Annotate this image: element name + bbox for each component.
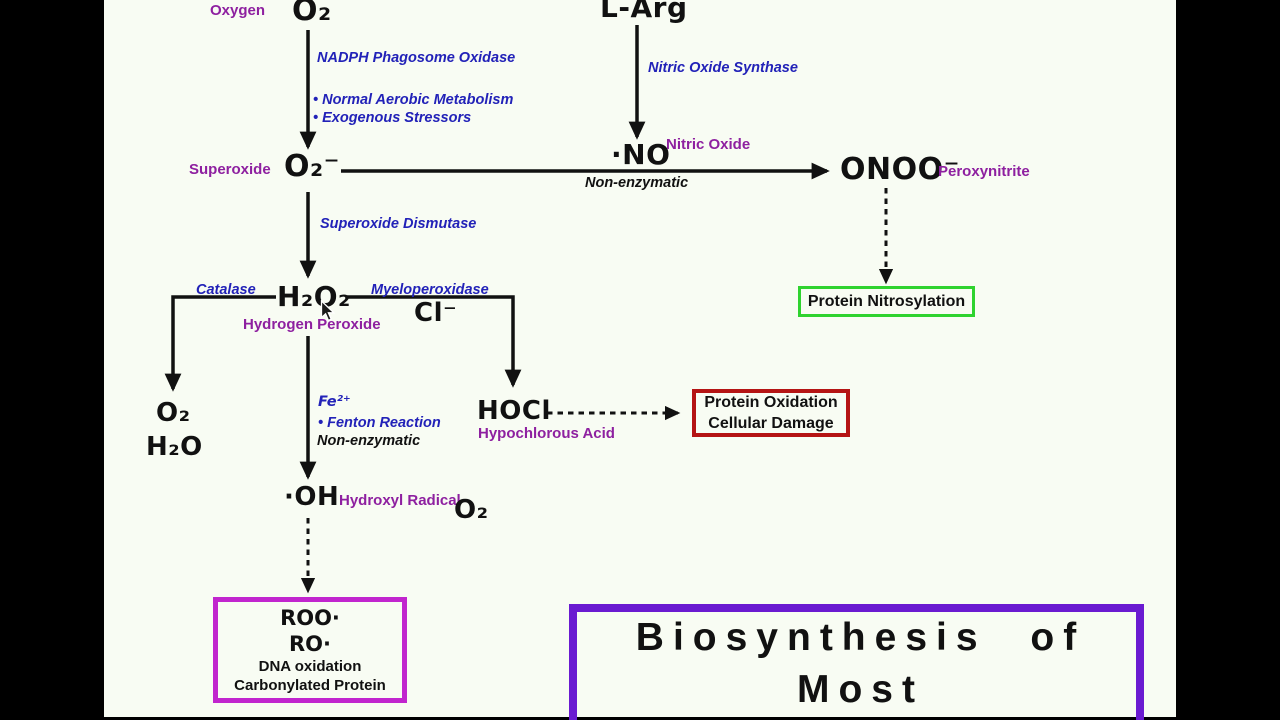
carbonylated-protein-text: Carbonylated Protein xyxy=(234,677,386,694)
protein-nitrosylation-box: Protein Nitrosylation xyxy=(798,286,975,317)
dna-oxidation-text: DNA oxidation xyxy=(258,658,362,675)
protein-oxidation-text: Protein Oxidation xyxy=(704,394,838,411)
roo-radical-text: ROO· xyxy=(280,606,340,630)
radical-products-box: ROO· RO· DNA oxidation Carbonylated Prot… xyxy=(213,597,407,703)
nitric-oxide-label: Nitric Oxide xyxy=(666,136,751,153)
superoxide-label: Superoxide xyxy=(189,161,271,178)
catalase-enzyme-label: Catalase xyxy=(196,282,256,298)
letterbox-left xyxy=(0,0,104,720)
peroxynitrite-label: Peroxynitrite xyxy=(938,163,1030,180)
myeloperoxidase-enzyme-label: Myeloperoxidase xyxy=(371,282,489,298)
letterbox-bottom xyxy=(0,717,1280,720)
protein-oxidation-box: Protein Oxidation Cellular Damage xyxy=(692,389,850,437)
hydroxyl-radical-label: Hydroxyl Radical xyxy=(339,492,461,509)
exogenous-stressors-bullet: • Exogenous Stressors xyxy=(313,110,472,126)
slide-title-line1: Biosynthesis of Most xyxy=(635,616,1086,711)
peroxynitrite-formula: ONOO⁻ xyxy=(840,152,960,187)
h2o-product-formula: H₂O xyxy=(146,432,203,462)
fe2-catalyst-label: Fe²⁺ xyxy=(318,394,351,410)
hocl-formula: HOCl xyxy=(477,396,551,426)
hydroxyl-radical-formula: ·OH xyxy=(284,482,340,512)
protein-nitrosylation-text: Protein Nitrosylation xyxy=(807,292,966,310)
o2-product-formula: O₂ xyxy=(156,398,191,428)
hydrogen-peroxide-label: Hydrogen Peroxide xyxy=(243,316,381,333)
slide-title-line2: Reactive Oxidative Species xyxy=(585,716,1116,720)
aerobic-metabolism-bullet: • Normal Aerobic Metabolism xyxy=(313,92,514,108)
chloride-formula: Cl⁻ xyxy=(414,298,458,328)
mouse-cursor-icon xyxy=(320,300,336,322)
oxygen-formula: O₂ xyxy=(292,0,332,28)
ro-radical-text: RO· xyxy=(289,632,331,656)
l-arg-formula: L-Arg xyxy=(600,0,688,24)
non-enzymatic-note-peroxynitrite: Non-enzymatic xyxy=(585,175,689,191)
superoxide-dismutase-enzyme-label: Superoxide Dismutase xyxy=(320,216,477,232)
arrow-catalase-branch xyxy=(164,295,276,392)
nitric-oxide-synthase-enzyme-label: Nitric Oxide Synthase xyxy=(648,60,798,76)
hypochlorous-acid-label: Hypochlorous Acid xyxy=(478,425,615,442)
o2-byproduct-formula: O₂ xyxy=(454,495,489,525)
slide-title-box: Biosynthesis of Most Reactive Oxidative … xyxy=(569,604,1144,720)
fenton-reaction-bullet: • Fenton Reaction xyxy=(318,415,441,431)
oxygen-label: Oxygen xyxy=(210,2,266,19)
nitric-oxide-formula: ·NO xyxy=(611,138,671,171)
cellular-damage-text: Cellular Damage xyxy=(708,415,834,432)
nadph-oxidase-enzyme-label: NADPH Phagosome Oxidase xyxy=(317,50,516,66)
letterbox-right xyxy=(1176,0,1280,720)
superoxide-formula: O₂⁻ xyxy=(284,149,340,184)
non-enzymatic-note-fenton: Non-enzymatic xyxy=(317,433,421,449)
hydrogen-peroxide-formula: H₂O₂ xyxy=(277,280,351,313)
